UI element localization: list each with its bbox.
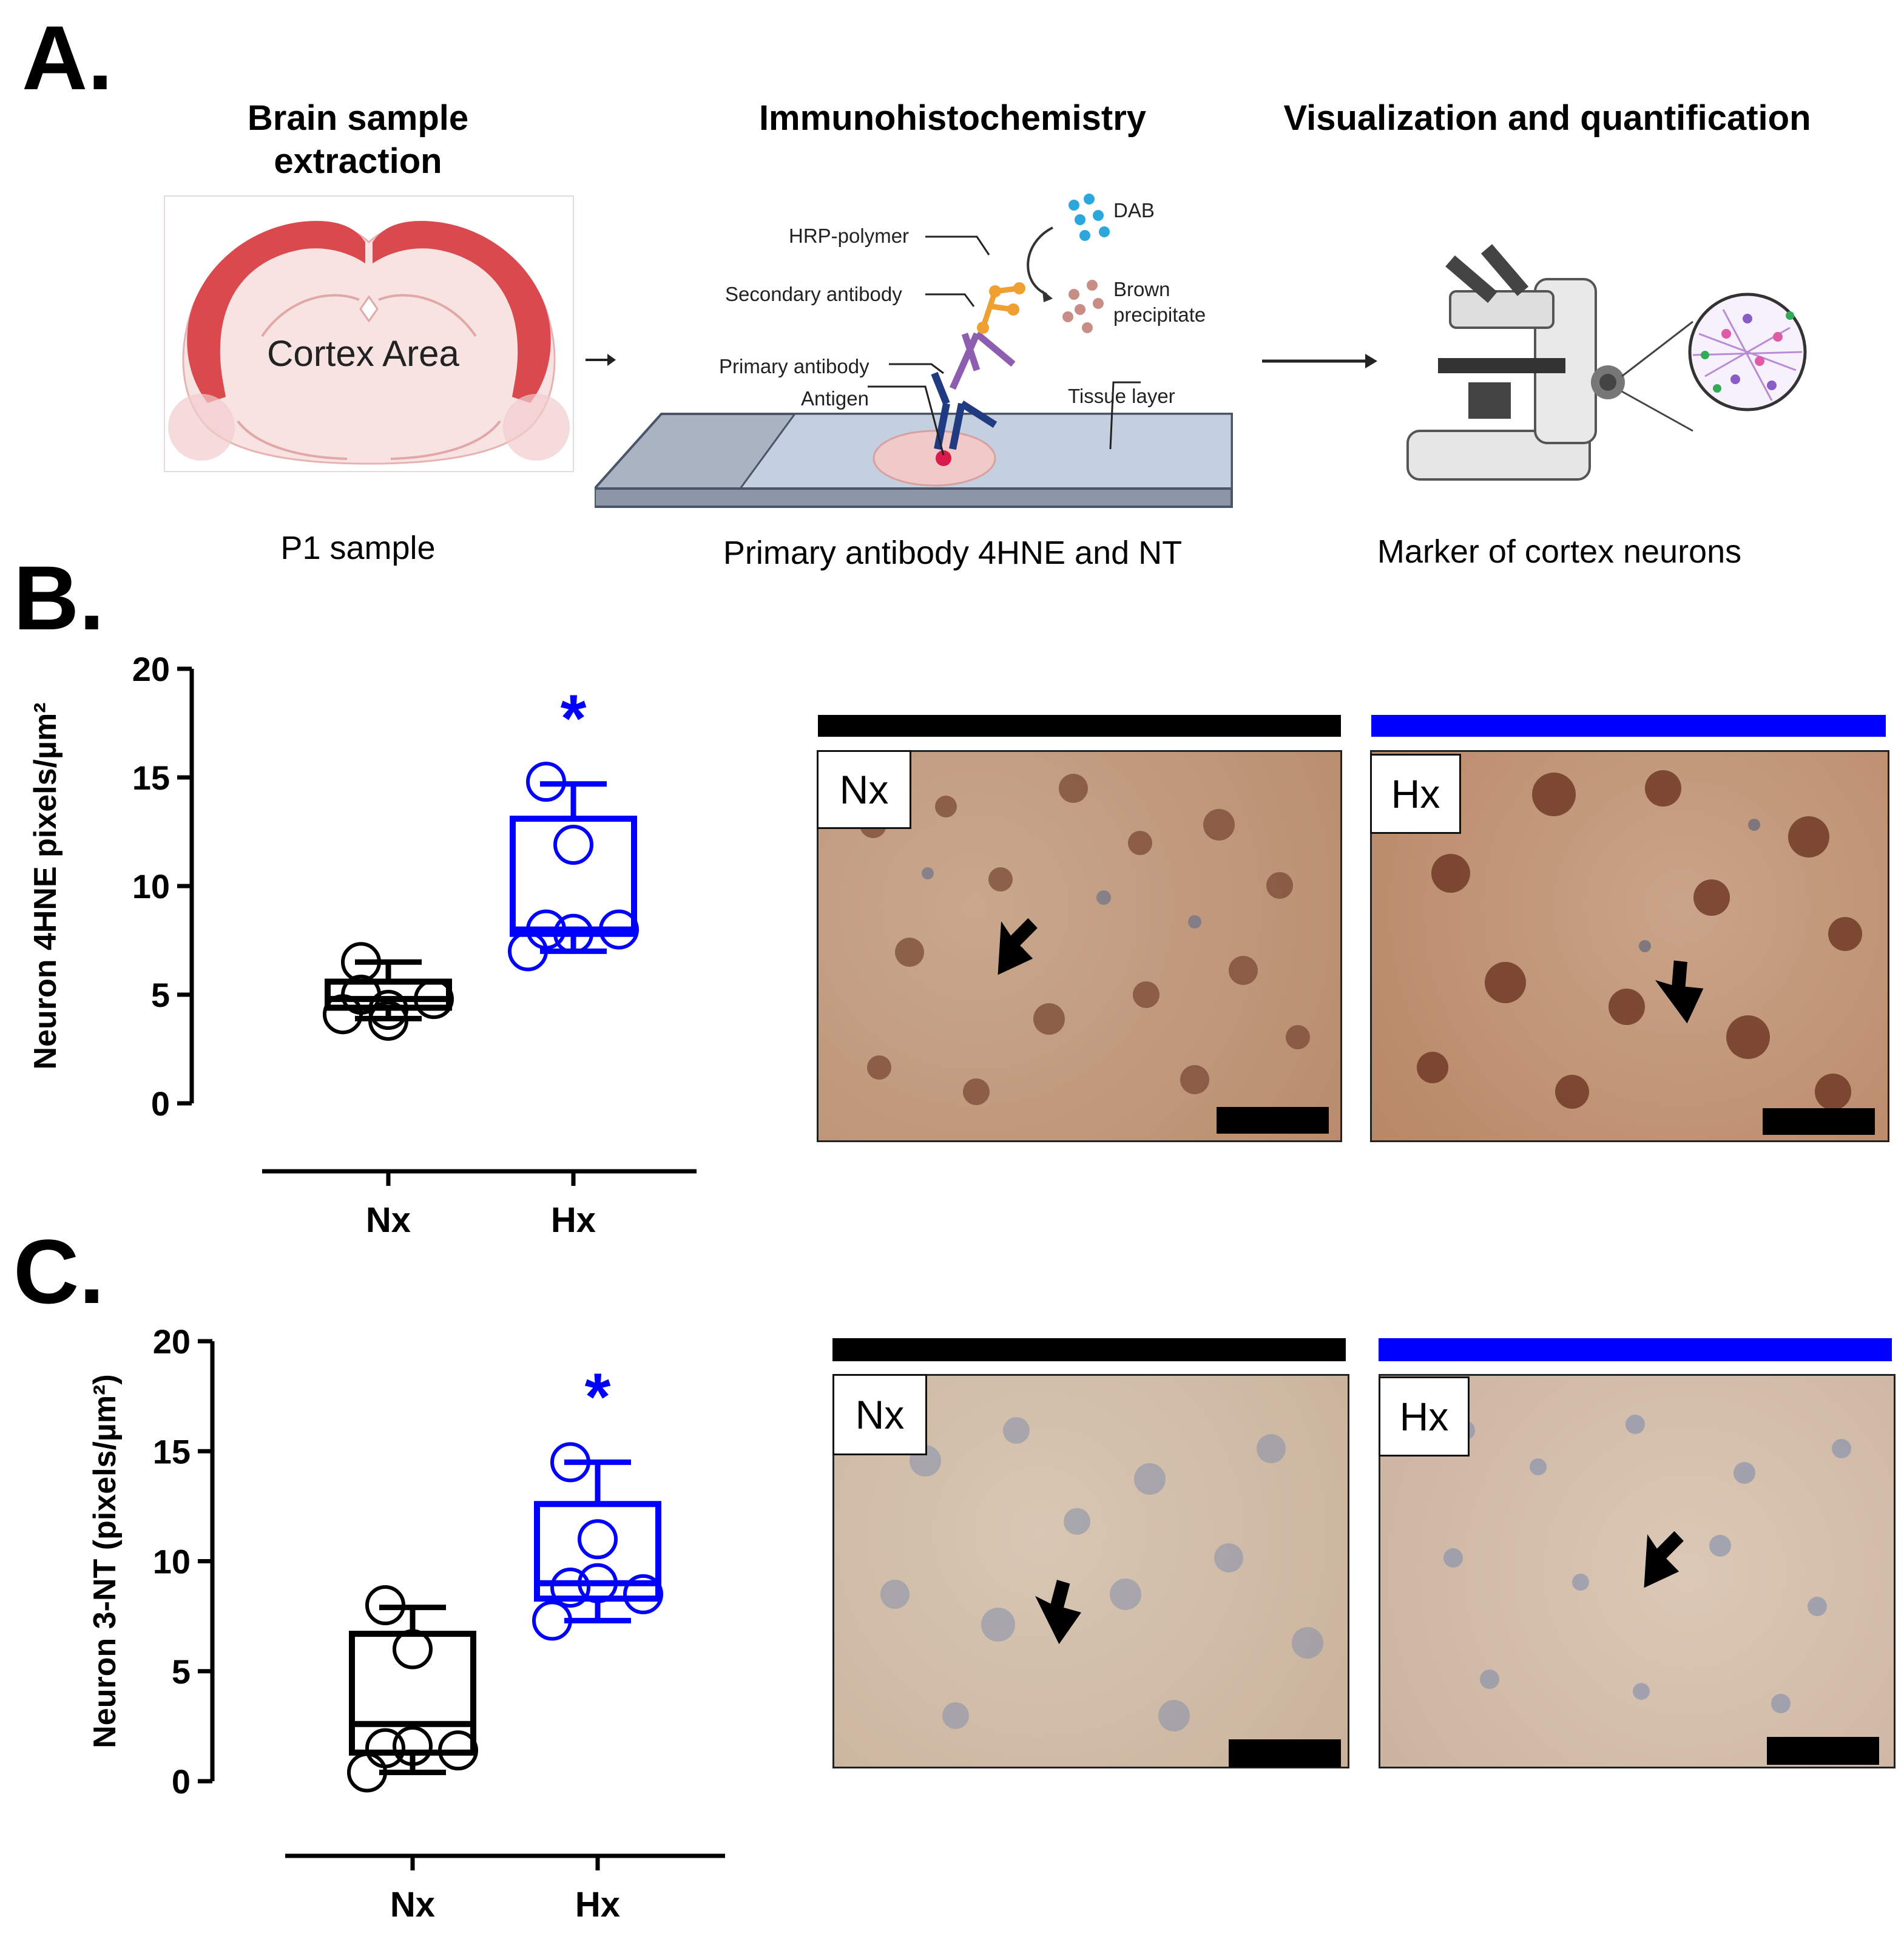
step3-title: Visualization and quantification xyxy=(1283,98,1811,138)
data-point xyxy=(508,931,548,972)
step2-caption: Primary antibody 4HNE and NT xyxy=(723,535,1183,571)
box-iqr xyxy=(325,978,452,1011)
data-point xyxy=(347,1752,387,1793)
x-tick-label: Hx xyxy=(551,1200,596,1240)
box-hx: * xyxy=(532,1359,663,1641)
scale-bar-4hne-nx xyxy=(1217,1107,1329,1134)
ihc-illustration xyxy=(592,182,1238,516)
panel-letter-b: B. xyxy=(13,547,104,649)
x-tick-label: Nx xyxy=(366,1200,411,1240)
microscope-illustration xyxy=(1396,231,1808,492)
y-tick-label: 15 xyxy=(132,759,170,797)
data-point xyxy=(553,913,593,954)
label-brown-precipitate: Brown precipitate xyxy=(1113,278,1206,327)
y-tick-label: 15 xyxy=(153,1432,191,1470)
y-axis-label: Neuron 3-NT (pixels/µm²) xyxy=(87,1374,123,1748)
data-point xyxy=(599,909,639,950)
data-point xyxy=(393,1629,433,1670)
y-tick-label: 5 xyxy=(151,976,170,1014)
data-point xyxy=(578,1519,618,1560)
arrow-3nt-nx xyxy=(1035,1580,1081,1645)
panel-letter-c: C. xyxy=(13,1220,104,1322)
data-point xyxy=(365,1585,405,1625)
arrow-step2-to-step3 xyxy=(1262,354,1377,368)
y-tick-label: 5 xyxy=(172,1653,191,1691)
data-point xyxy=(341,942,381,983)
y-axis-label: Neuron 4HNE pixels/µm² xyxy=(28,703,63,1070)
box-nx xyxy=(323,942,454,1041)
brain-illustration xyxy=(164,195,574,472)
arrow-4hne-nx xyxy=(998,918,1038,975)
step1-caption: P1 sample xyxy=(280,530,436,566)
tag-3nt-nx: Nx xyxy=(832,1374,927,1455)
data-point xyxy=(623,1574,663,1614)
x-tick-label: Nx xyxy=(390,1885,435,1924)
nx-group-bar xyxy=(818,715,1341,737)
label-tissue-layer: Tissue layer xyxy=(1068,385,1175,407)
nx-group-bar-c xyxy=(832,1338,1346,1361)
step2-title: Immunohistochemistry xyxy=(758,98,1147,138)
box-hx: * xyxy=(508,682,639,972)
box-nx xyxy=(347,1585,478,1793)
panel-letter-a: A. xyxy=(22,7,113,109)
data-point xyxy=(526,762,566,802)
data-point xyxy=(578,1563,618,1603)
hx-group-bar xyxy=(1371,715,1886,737)
y-tick-label: 0 xyxy=(172,1762,191,1801)
data-point xyxy=(550,1442,590,1483)
scale-bar-3nt-nx xyxy=(1229,1739,1341,1767)
data-point xyxy=(553,824,593,865)
data-point xyxy=(438,1730,478,1771)
arrow-step1-to-step2 xyxy=(586,354,616,366)
label-hrp-polymer: HRP-polymer xyxy=(789,225,910,247)
data-point xyxy=(368,1000,408,1041)
x-tick-label: Hx xyxy=(575,1885,620,1924)
label-antigen: Antigen xyxy=(801,387,869,410)
data-point xyxy=(393,1726,433,1766)
tag-3nt-hx: Hx xyxy=(1379,1376,1470,1457)
arrow-3nt-hx xyxy=(1644,1531,1684,1588)
data-point xyxy=(414,979,454,1020)
box-iqr xyxy=(349,1631,476,1756)
y-tick-label: 20 xyxy=(132,650,170,688)
tag-4hne-nx: Nx xyxy=(817,750,911,829)
significance-star: * xyxy=(585,1359,611,1434)
y-tick-label: 10 xyxy=(132,867,170,905)
y-tick-label: 10 xyxy=(153,1543,191,1581)
label-secondary-antibody: Secondary antibody xyxy=(725,283,902,305)
y-tick-label: 0 xyxy=(151,1085,170,1123)
data-point xyxy=(532,1600,572,1641)
scale-bar-3nt-hx xyxy=(1767,1737,1879,1765)
step1-title: Brain sample extraction xyxy=(247,98,469,181)
box-iqr xyxy=(510,816,637,937)
step3-caption: Marker of cortex neurons xyxy=(1377,533,1742,570)
y-tick-label: 20 xyxy=(153,1322,191,1361)
box-iqr xyxy=(534,1501,661,1602)
tag-4hne-hx: Hx xyxy=(1370,754,1461,834)
cortex-area-label: Cortex Area xyxy=(267,333,459,374)
label-dab: DAB xyxy=(1113,199,1155,222)
arrow-4hne-hx xyxy=(1655,960,1704,1024)
scale-bar-4hne-hx xyxy=(1763,1108,1875,1135)
significance-star: * xyxy=(561,682,587,756)
label-primary-antibody: Primary antibody xyxy=(719,355,869,377)
data-point xyxy=(323,994,363,1035)
data-point xyxy=(550,1568,590,1608)
hx-group-bar-c xyxy=(1379,1338,1892,1361)
